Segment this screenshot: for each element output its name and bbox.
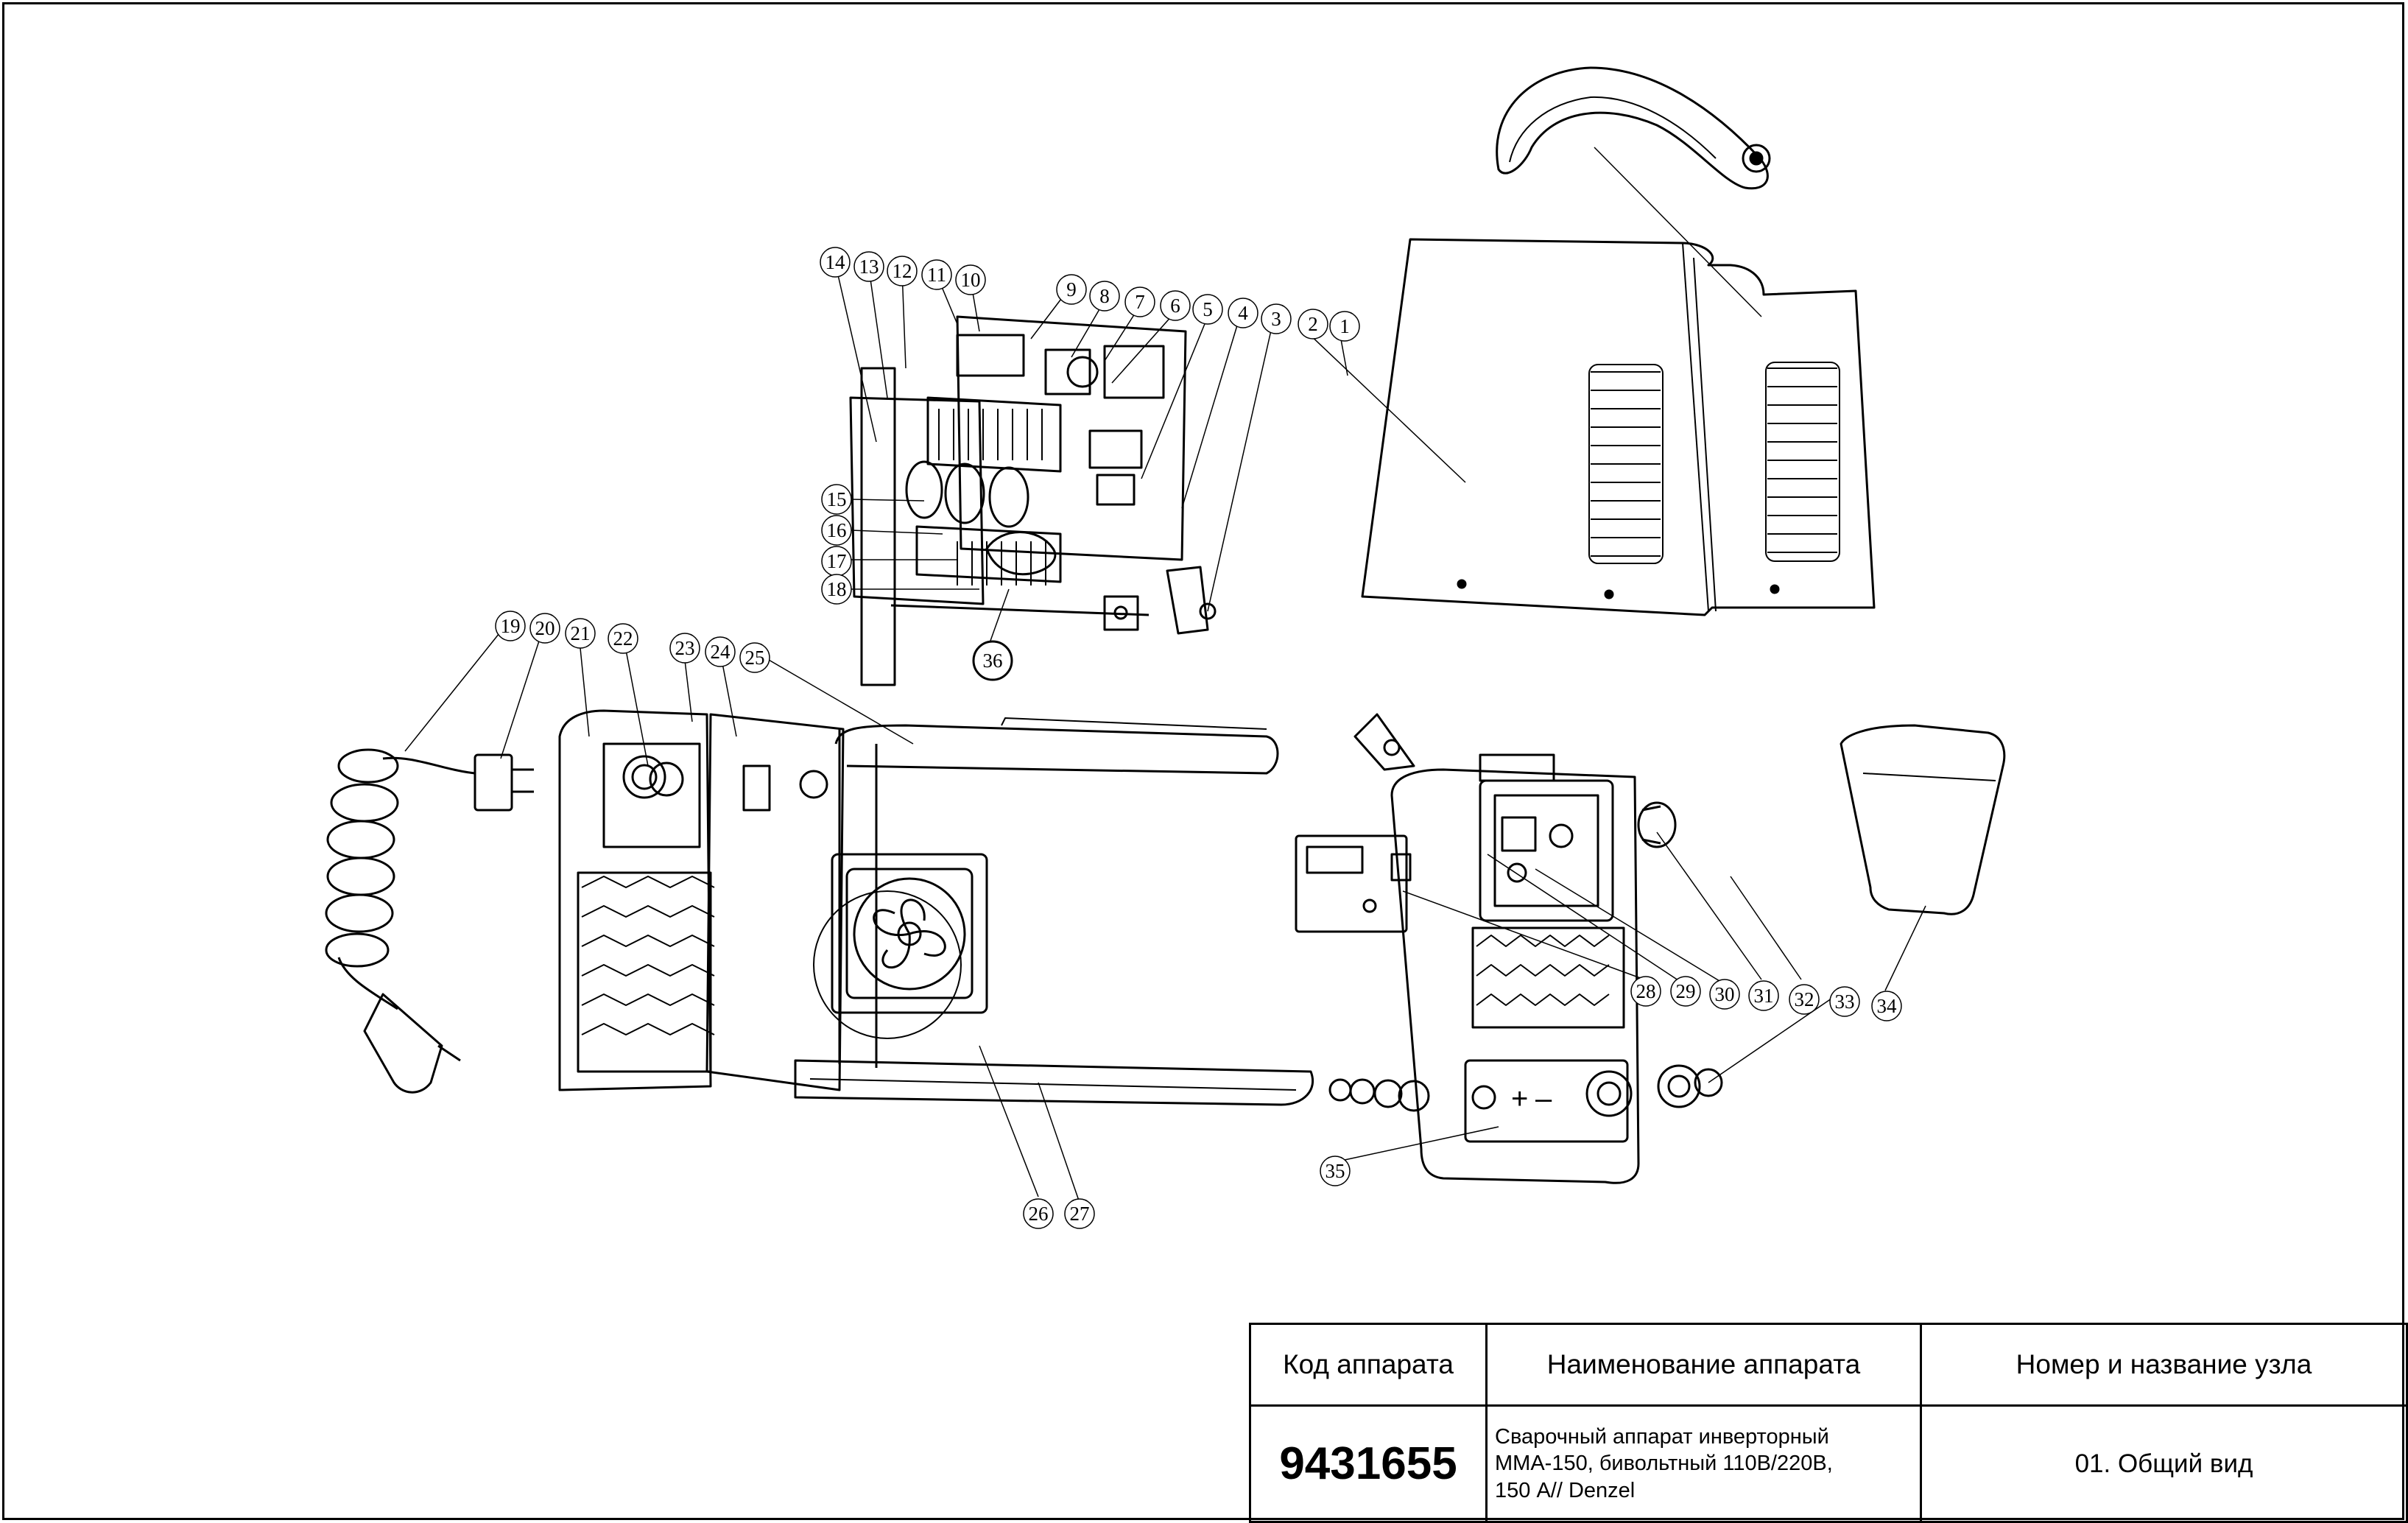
callout-number-18: 18: [827, 578, 847, 600]
callout-circle-12: [887, 256, 918, 286]
device-name: Сварочный аппарат инверторный ММА-150, б…: [1485, 1404, 1922, 1523]
callout-number-11: 11: [927, 264, 946, 286]
rear-panel: [558, 709, 715, 1091]
callout-circle-31: [1748, 980, 1779, 1011]
callout-number-1: 1: [1339, 315, 1350, 337]
power-cable: [325, 748, 534, 1094]
callout-circle-5: [1192, 294, 1223, 325]
callout-number-36: 36: [983, 650, 1003, 672]
callout-number-19: 19: [501, 615, 521, 637]
callout-circle-35: [1320, 1156, 1351, 1186]
callout-circle-2: [1298, 309, 1328, 340]
callout-number-29: 29: [1676, 980, 1696, 1002]
callout-number-26: 26: [1029, 1203, 1049, 1225]
callout-circle-1: [1329, 311, 1360, 342]
callout-number-9: 9: [1066, 278, 1077, 300]
name-header: Наименование аппарата: [1485, 1323, 1922, 1407]
callout-circle-27: [1064, 1198, 1095, 1229]
callout-circle-33: [1829, 986, 1860, 1017]
svg-text:–: –: [1535, 1083, 1552, 1115]
callout-number-25: 25: [745, 647, 765, 669]
callout-number-30: 30: [1715, 983, 1735, 1005]
callout-circle-14: [820, 247, 851, 278]
callout-number-24: 24: [711, 641, 731, 663]
callout-number-12: 12: [893, 260, 912, 282]
callout-circle-15: [821, 484, 852, 515]
front-panel: + –: [1295, 713, 2006, 1184]
code-header: Код аппарата: [1249, 1323, 1488, 1407]
callout-circle-34: [1871, 991, 1902, 1021]
callout-circle-36: [972, 640, 1013, 681]
title-block: Код аппарата Наименование аппарата Номер…: [1249, 1323, 2408, 1523]
callout-number-6: 6: [1170, 295, 1180, 317]
callout-circle-11: [921, 259, 952, 290]
callout-circle-26: [1023, 1198, 1054, 1229]
callout-circle-29: [1670, 976, 1701, 1007]
callout-circle-21: [565, 618, 596, 649]
callout-circle-10: [955, 264, 986, 295]
device-code: 9431655: [1249, 1404, 1488, 1523]
callout-number-21: 21: [571, 622, 591, 644]
callout-number-28: 28: [1636, 980, 1656, 1002]
callout-circle-19: [495, 611, 526, 641]
chassis-frame: [705, 713, 1314, 1106]
handle: [1496, 66, 1771, 190]
callout-number-16: 16: [827, 519, 847, 541]
svg-text:+: +: [1511, 1083, 1528, 1115]
callout-number-23: 23: [675, 637, 695, 659]
callout-circle-25: [739, 642, 770, 673]
callout-circle-4: [1228, 298, 1258, 328]
callout-number-5: 5: [1203, 298, 1213, 320]
callout-number-7: 7: [1135, 291, 1145, 313]
callout-circle-20: [529, 613, 560, 644]
callout-circle-3: [1261, 303, 1292, 334]
callout-number-27: 27: [1070, 1203, 1090, 1225]
callout-circle-13: [853, 251, 884, 282]
callout-number-2: 2: [1308, 313, 1318, 335]
callout-number-34: 34: [1877, 995, 1898, 1017]
top-cover: [1361, 238, 1876, 616]
callout-number-15: 15: [827, 488, 847, 510]
callout-number-4: 4: [1238, 302, 1248, 324]
callout-circle-28: [1630, 976, 1661, 1007]
assembly-unit: 01. Общий вид: [1920, 1404, 2408, 1523]
callout-number-3: 3: [1271, 308, 1281, 330]
callout-number-22: 22: [613, 627, 633, 650]
callout-number-31: 31: [1754, 985, 1774, 1007]
callout-circle-23: [669, 633, 700, 664]
callout-number-32: 32: [1795, 988, 1814, 1010]
callout-circle-18: [821, 574, 852, 605]
unit-header: Номер и название узла: [1920, 1323, 2408, 1407]
pcb-assembly: [849, 315, 1217, 686]
callout-circle-22: [608, 623, 638, 654]
callout-circle-24: [705, 636, 736, 667]
callout-circle-6: [1160, 290, 1191, 321]
callout-number-20: 20: [535, 617, 555, 639]
callout-number-13: 13: [859, 256, 879, 278]
callout-circle-16: [821, 515, 852, 546]
callout-number-35: 35: [1326, 1160, 1345, 1182]
callout-circle-32: [1789, 984, 1820, 1015]
callout-number-14: 14: [825, 251, 846, 273]
callout-number-17: 17: [827, 550, 847, 572]
callout-circle-9: [1056, 274, 1087, 305]
callout-circle-8: [1089, 281, 1120, 312]
callout-number-8: 8: [1099, 285, 1110, 307]
callout-number-10: 10: [961, 269, 981, 291]
callout-number-33: 33: [1835, 991, 1855, 1013]
callout-circle-7: [1124, 286, 1155, 317]
callout-circle-30: [1709, 979, 1740, 1010]
